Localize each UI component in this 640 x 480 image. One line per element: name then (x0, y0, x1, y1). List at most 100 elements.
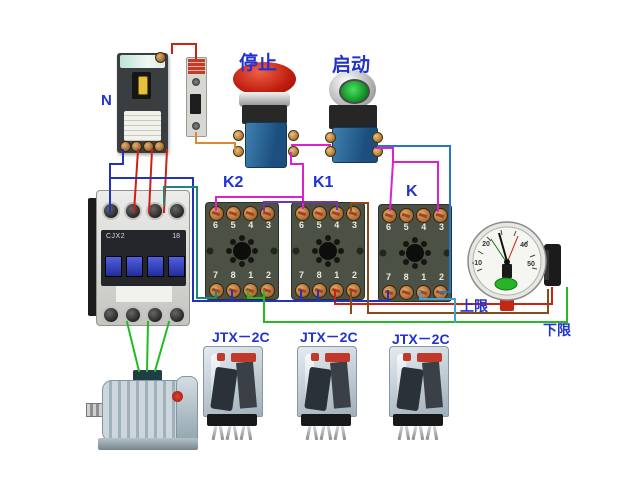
socket-contact-holes (206, 235, 278, 267)
motor-end-cap (176, 376, 198, 446)
gauge-red-port (500, 299, 514, 311)
terminal-screw (131, 141, 143, 152)
pin-number: 7 (385, 272, 391, 282)
contactor-label (116, 286, 172, 302)
upper-limit-label: 上限 (460, 298, 488, 314)
contactor-rating-text: 18 (172, 233, 180, 240)
start-label: 启动 (332, 55, 371, 76)
pin-number: 2 (265, 270, 271, 280)
socket-bottom-terminals (209, 283, 275, 298)
contact-block (332, 127, 378, 163)
ac-contactor: CJX2 18 (88, 190, 190, 326)
needle-hub (504, 259, 510, 265)
breaker-top-terminal (155, 52, 166, 63)
pin-number: 6 (298, 220, 304, 230)
terminal-screw (312, 283, 327, 298)
socket-bottom-terminals (382, 285, 448, 300)
contact-block (245, 122, 287, 168)
terminal-screw (209, 206, 224, 221)
pin-number: 5 (230, 220, 236, 230)
terminal-screw (146, 306, 164, 324)
terminal-screw (288, 146, 299, 157)
terminal-screw (329, 283, 344, 298)
breaker-rating-label (124, 111, 161, 141)
relay-coil (396, 366, 424, 412)
terminal-screw (226, 206, 241, 221)
plug-in-relay-1 (199, 343, 265, 443)
terminal-screw (102, 202, 120, 220)
terminal-screw (243, 206, 258, 221)
terminal-screw (168, 202, 186, 220)
motor-red-cap (172, 391, 183, 402)
socket-contact-holes (379, 237, 451, 269)
electric-motor (86, 358, 208, 454)
pole-window (168, 256, 185, 277)
relay-red-clamp (231, 353, 256, 362)
terminal-screw (382, 285, 397, 300)
terminal-screw (416, 208, 431, 223)
terminal-screw (243, 283, 258, 298)
neutral-label: N (101, 92, 112, 109)
terminal-screw (295, 283, 310, 298)
relay-clear-cover (297, 346, 357, 417)
terminal-screw (146, 202, 164, 220)
pin-number: 8 (316, 270, 322, 280)
pole-window (147, 256, 164, 277)
terminal-screw (192, 78, 200, 86)
terminal-screw (372, 146, 383, 157)
socket-top-terminals (295, 206, 361, 221)
relay-red-tab (403, 353, 411, 361)
button-housing (242, 105, 287, 124)
pin-number: 2 (351, 270, 357, 280)
pin-number: 8 (230, 270, 236, 280)
dial-number: -10 (472, 260, 482, 267)
pin-number: 6 (385, 222, 391, 232)
socket-top-terminals (209, 206, 275, 221)
pin-number: 2 (438, 272, 444, 282)
terminal-screw (142, 141, 154, 152)
relay-red-clamp (417, 353, 442, 362)
relay-model-label-1: JTX－2C (212, 329, 270, 345)
plug-in-relay-2 (293, 343, 359, 443)
terminal-screw (226, 283, 241, 298)
pin-number: 4 (421, 222, 427, 232)
terminal-screw (382, 208, 397, 223)
terminal-screw (399, 208, 414, 223)
pole-window (126, 256, 143, 277)
terminal-screw (325, 132, 336, 143)
pin-number: 7 (212, 270, 218, 280)
socket-label-k1: K1 (313, 174, 334, 191)
socket-label-k2: K2 (223, 174, 244, 191)
pin-number: 3 (351, 220, 357, 230)
terminal-screw (192, 122, 200, 130)
dial-number: 20 (482, 241, 490, 248)
start-green-button (339, 79, 370, 104)
pole-window (105, 256, 122, 277)
pin-number: 5 (403, 222, 409, 232)
relay-clear-cover (389, 346, 449, 417)
terminal-screw (433, 285, 448, 300)
terminal-screw (124, 306, 142, 324)
button-housing (329, 105, 377, 129)
pin-number: 1 (334, 270, 340, 280)
dial-number: 40 (520, 242, 528, 249)
relay-coil (304, 366, 332, 412)
relay-octal-base (393, 414, 443, 426)
terminal-screw (153, 141, 165, 152)
socket-label-k: K (406, 183, 418, 200)
terminal-screw (346, 206, 361, 221)
pin-number: 8 (403, 272, 409, 282)
terminal-screw (399, 285, 414, 300)
pin-number: 4 (248, 220, 254, 230)
terminal-screw (329, 206, 344, 221)
terminal-screw (168, 306, 186, 324)
relay-octal-base (301, 414, 351, 426)
contactor-model-text: CJX2 (106, 233, 126, 240)
stop-push-button (228, 60, 304, 170)
